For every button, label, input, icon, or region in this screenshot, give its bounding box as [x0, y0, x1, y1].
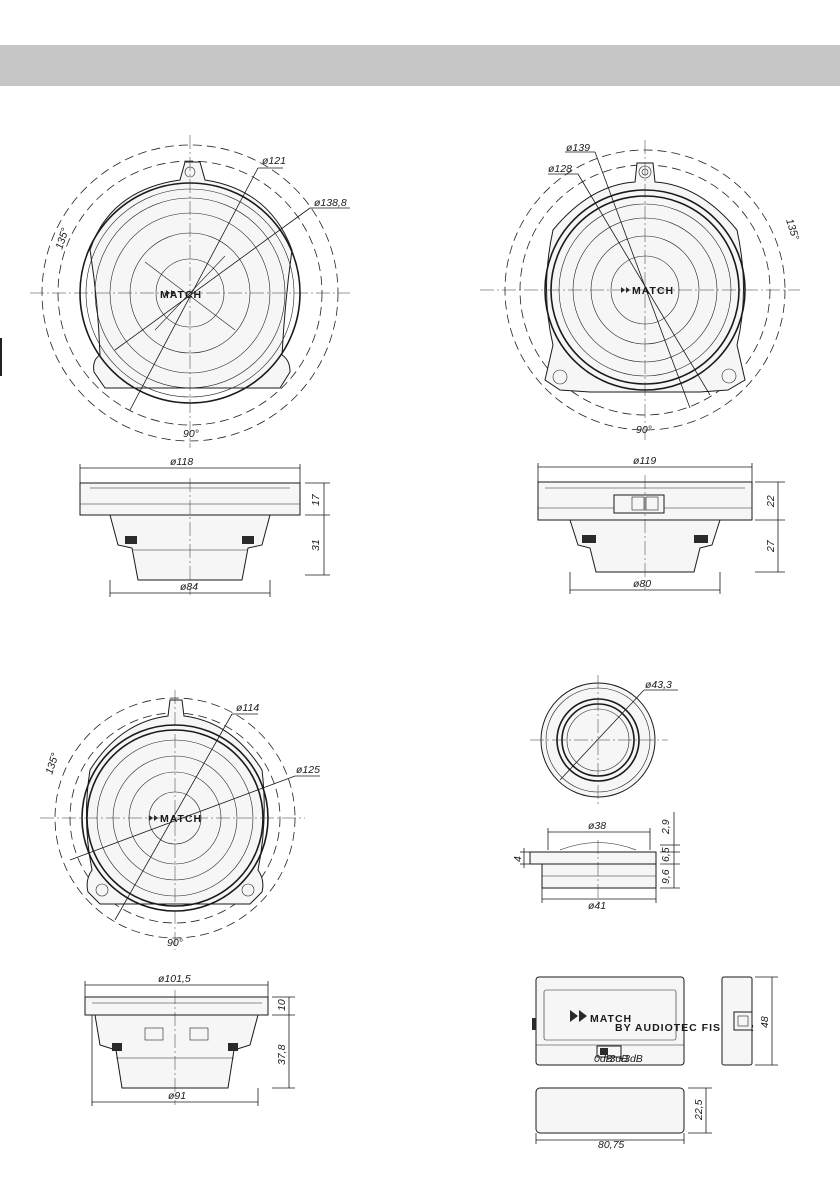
crossover-side-view: 22,5 80,75 — [536, 1088, 712, 1151]
tweeter-front-view: ø43,3 — [530, 675, 678, 805]
angle-90: 90° — [183, 428, 199, 440]
dim-ø138-8: ø138,8 — [314, 197, 347, 209]
tweeter-side-view: ø38 ø41 2,9 6,5 9,6 4 — [512, 812, 680, 912]
dim-ø118: ø118 — [170, 456, 193, 468]
dim-ø121: ø121 — [262, 155, 286, 167]
woofer-114-front-view: MATCH ø114 ø125 135° 90° — [40, 690, 320, 950]
angle-135: 135° — [43, 752, 61, 776]
dim-ø43-3: ø43,3 — [645, 679, 672, 691]
dim-4: 4 — [512, 856, 524, 862]
woofer-139-front-view: MATCH ø139 ø128 135° 90° — [480, 140, 801, 440]
dim-ø119: ø119 — [633, 455, 656, 467]
dim-10: 10 — [276, 999, 288, 1011]
switch-label-plus3db: +3dB — [618, 1053, 643, 1065]
dim-6-5: 6,5 — [660, 847, 672, 862]
logo-text: MATCH — [632, 285, 674, 297]
dim-2-9: 2,9 — [660, 819, 672, 835]
dim-9-6: 9,6 — [660, 869, 672, 884]
dim-ø128: ø128 — [548, 163, 572, 175]
dim-48: 48 — [759, 1016, 771, 1028]
angle-90: 90° — [636, 424, 652, 436]
woofer-121-front-view: MATCH ø121 ø138,8 135° 90° — [30, 135, 350, 448]
woofer-139-side-view: ø119 ø80 22 27 — [538, 455, 785, 594]
dim-80-75: 80,75 — [598, 1139, 624, 1151]
angle-90: 90° — [167, 937, 183, 949]
woofer-114-side-view: ø101,5 ø91 10 37,8 — [85, 973, 295, 1106]
crossover-top-view: MATCH BY AUDIOTEC FISCHER 0dB -3dB +3dB — [532, 977, 755, 1065]
angle-135: 135° — [783, 217, 801, 241]
dim-ø38: ø38 — [588, 820, 606, 832]
logo-text: MATCH — [160, 813, 202, 825]
dim-22: 22 — [765, 495, 777, 508]
crossover-end-view: 48 — [722, 977, 778, 1065]
woofer-121-side-view: ø118 ø84 17 31 — [80, 456, 330, 597]
dim-27: 27 — [765, 539, 777, 553]
dim-ø84: ø84 — [180, 581, 198, 593]
dim-ø41: ø41 — [588, 900, 606, 912]
dim-ø91: ø91 — [168, 1090, 186, 1102]
dim-37-8: 37,8 — [276, 1044, 288, 1065]
dim-ø101-5: ø101,5 — [158, 973, 191, 985]
angle-135: 135° — [53, 227, 71, 251]
dim-22-5: 22,5 — [693, 1099, 705, 1121]
dim-ø125: ø125 — [296, 764, 320, 776]
dim-ø114: ø114 — [236, 702, 259, 714]
dim-31: 31 — [310, 539, 322, 551]
dim-ø139: ø139 — [566, 142, 590, 154]
dim-17: 17 — [310, 493, 322, 506]
dim-ø80: ø80 — [633, 578, 651, 590]
